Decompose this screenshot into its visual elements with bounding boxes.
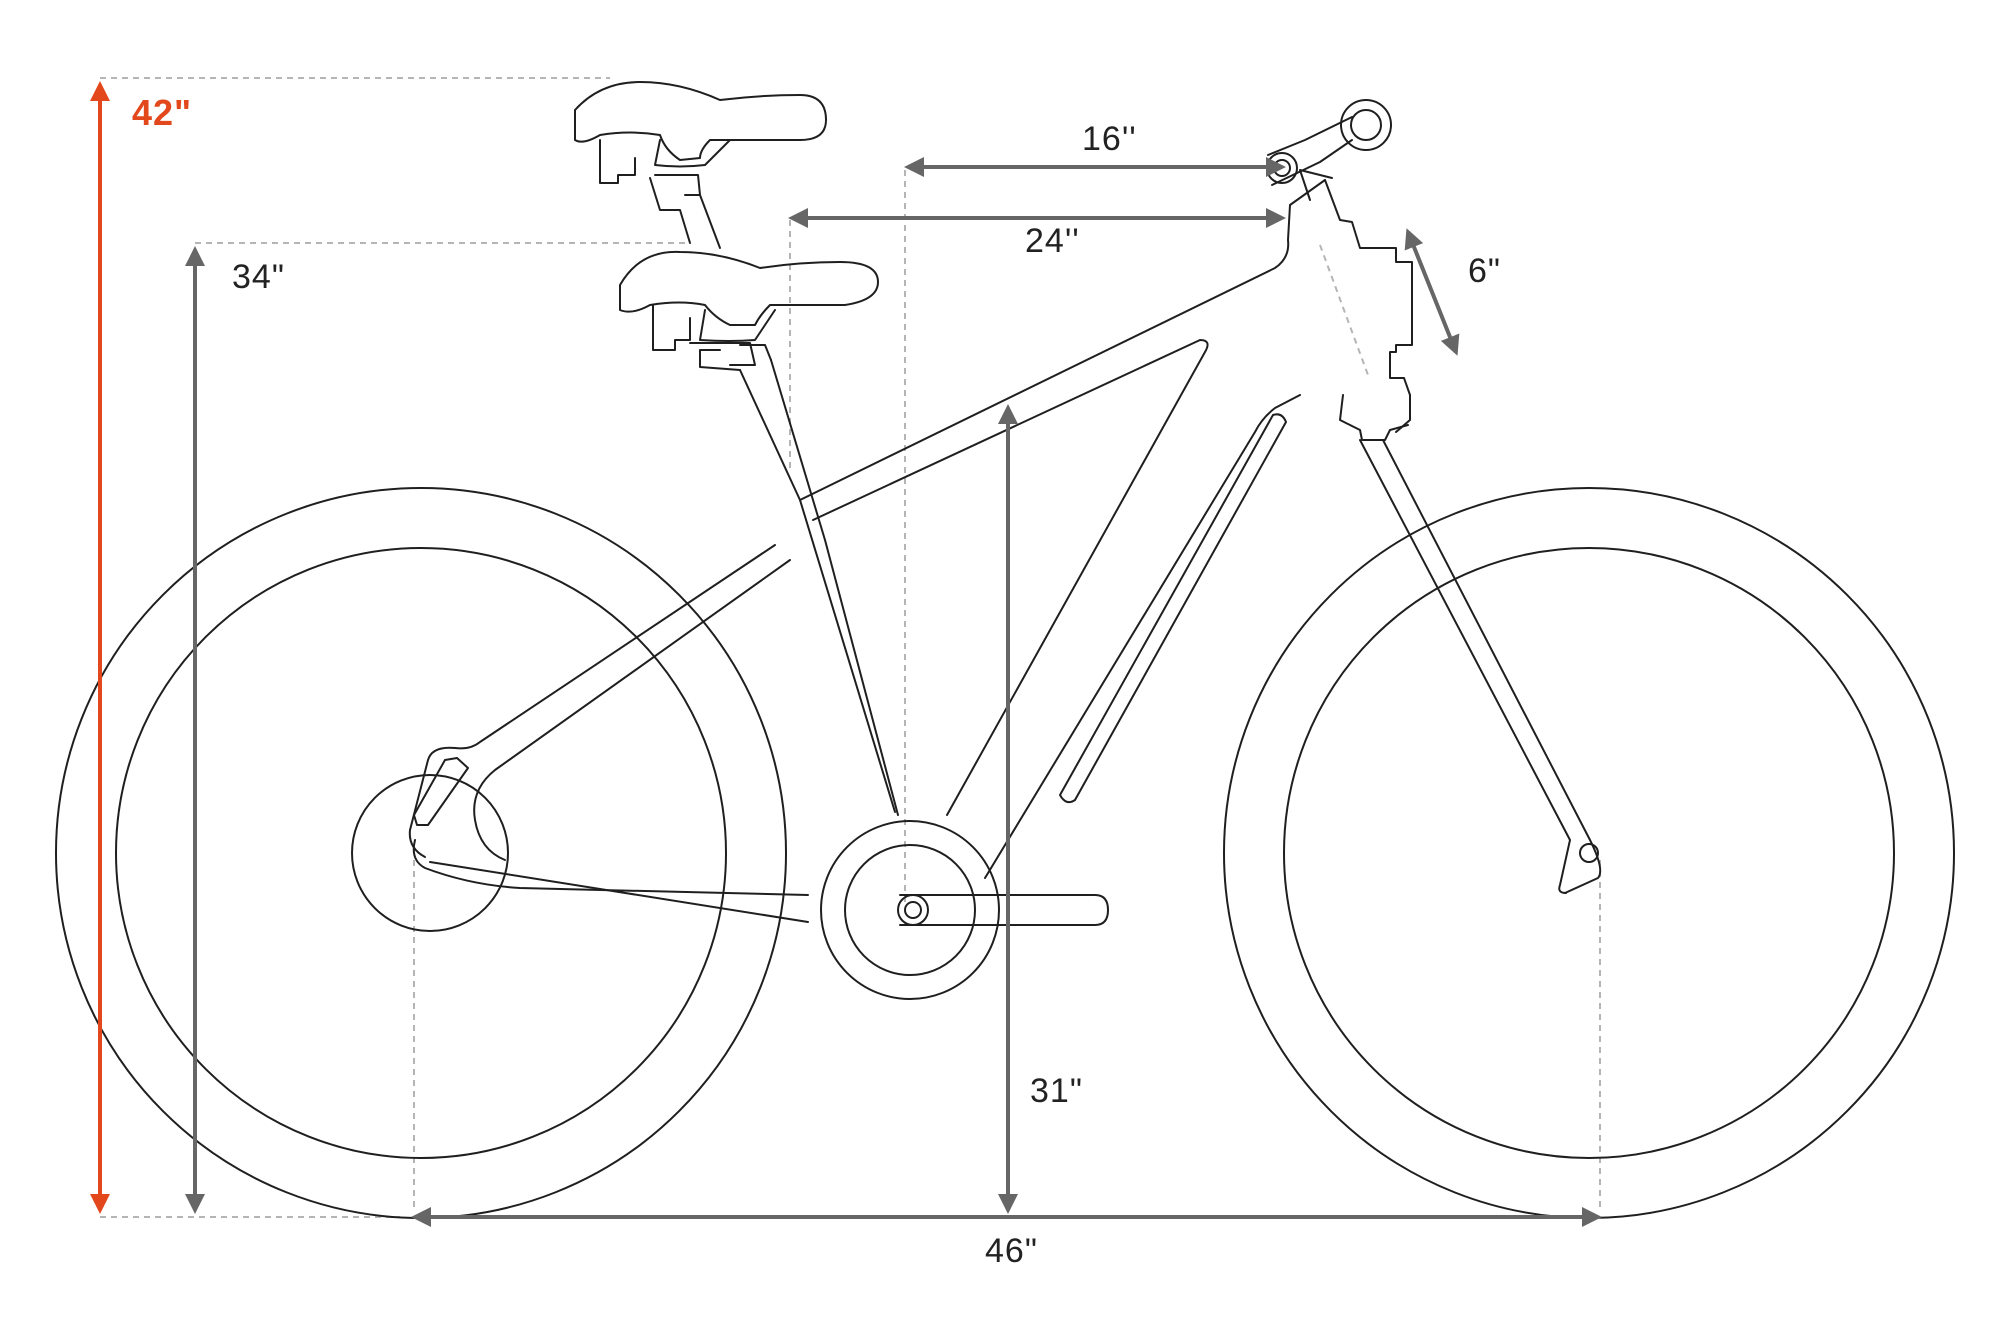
max-height-label: 42"	[132, 92, 193, 133]
reach-high-label: 16''	[1082, 120, 1137, 158]
saddle-high	[574, 81, 827, 161]
seat-tube	[739, 369, 896, 813]
chainring-inner	[844, 844, 976, 976]
frame-window	[812, 339, 1209, 816]
seat-stay	[408, 544, 776, 858]
dimension-arrows	[90, 81, 1602, 1227]
stem-adjust-label: 6"	[1468, 252, 1501, 290]
down-tube	[984, 394, 1301, 879]
front-rim	[1283, 547, 1895, 1159]
head-tube	[1324, 179, 1413, 433]
rear-hub	[351, 774, 509, 932]
top-tube	[799, 179, 1326, 501]
handlebar-grip-outer	[1340, 99, 1392, 151]
front-axle	[1579, 843, 1599, 863]
chainring-outer	[820, 820, 1000, 1000]
reach-low-label: 24''	[1025, 222, 1080, 260]
wheelbase-label: 46"	[985, 1232, 1038, 1270]
guide-lines	[100, 77, 1601, 1218]
saddle-low	[619, 250, 879, 326]
crank-arm	[899, 894, 1109, 926]
handlebar-grip-inner	[1350, 109, 1382, 141]
min-height-label: 34"	[232, 258, 285, 296]
battery	[1059, 413, 1287, 804]
front-tire	[1223, 487, 1955, 1219]
rear-rim	[115, 547, 727, 1159]
crank-bolt	[897, 894, 929, 926]
handlebar	[1267, 116, 1353, 156]
stem-adjust-arrow	[1404, 228, 1460, 356]
bike-outline	[55, 81, 1955, 1219]
rear-tire	[55, 487, 787, 1219]
chain-stay	[412, 839, 809, 896]
standover-label: 31"	[1030, 1072, 1083, 1110]
fork	[1339, 394, 1409, 441]
